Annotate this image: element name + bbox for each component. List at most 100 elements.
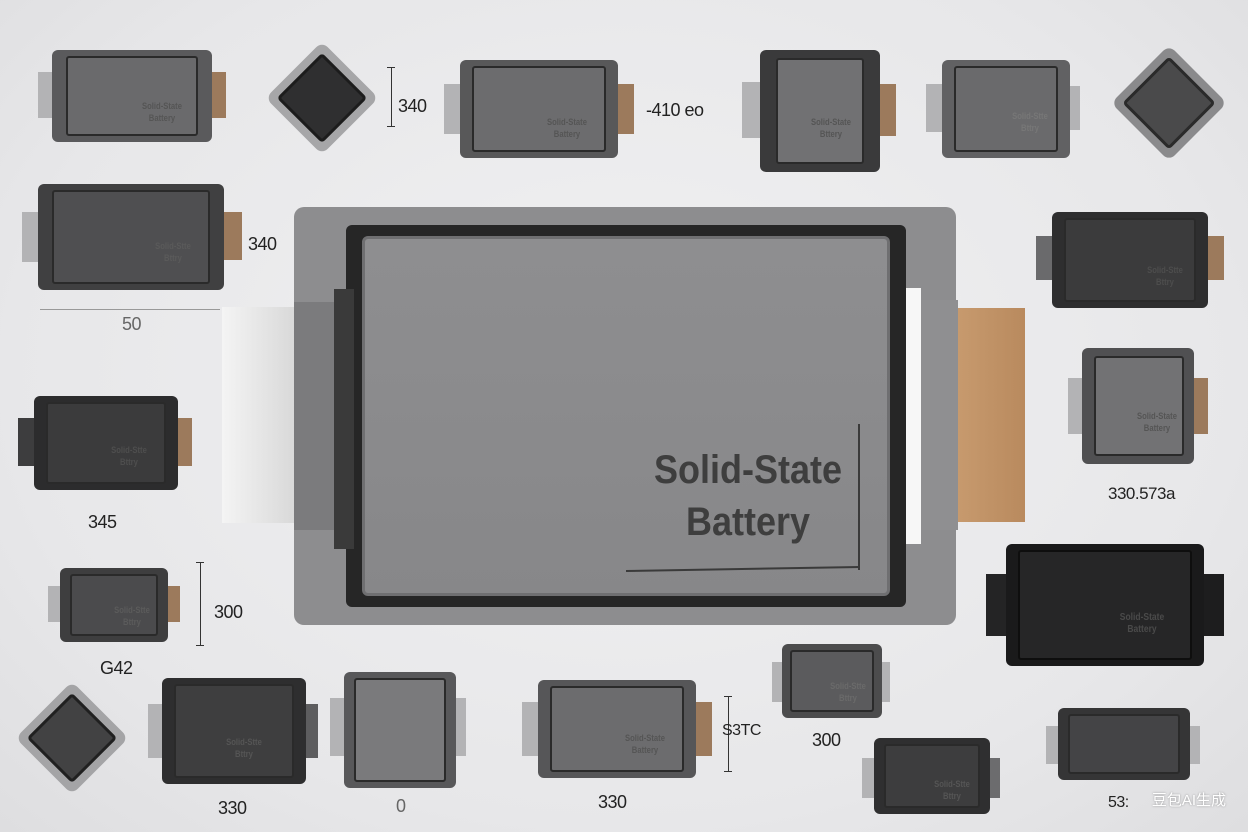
main-battery-panel [362, 236, 890, 596]
battery-tab-right [1200, 574, 1224, 636]
battery-label-line1: Solid-Stte [1012, 111, 1048, 121]
battery-label-line1: Solid-State [625, 733, 665, 743]
battery-panel [70, 574, 158, 636]
dimension-label-3: 340 [248, 234, 277, 254]
dimension-label-12: 300 [812, 730, 841, 750]
battery-tab-right [1192, 378, 1208, 434]
battery-panel [954, 66, 1058, 152]
battery-label-line1: Solid-Stte [830, 681, 866, 691]
dimension-label-9: 0 [396, 796, 406, 816]
battery-label: Solid-State Battery [1131, 410, 1184, 434]
battery-label-line2: Bttry [943, 791, 961, 801]
battery-label: Solid-Stte Bttry [108, 604, 156, 628]
battery-tab-right [176, 418, 192, 466]
battery-panel [1094, 356, 1184, 456]
battery-tab-left [522, 702, 540, 756]
battery-tab-right [454, 698, 466, 756]
battery-label: Solid-Stte Bttry [99, 444, 159, 468]
battery-label-line2: Bttery [819, 129, 843, 139]
main-battery-label-line2: Battery [685, 500, 811, 544]
battery-panel [1068, 714, 1180, 774]
battery-panel [790, 650, 874, 712]
battery-tab-right [694, 702, 712, 756]
battery-tab-left [18, 418, 38, 466]
battery-label-line2: Bttry [120, 457, 138, 467]
battery-label: Solid-State Battery [532, 116, 602, 140]
battery-label: Solid-Stte Bttry [823, 680, 874, 704]
dimension-label-13: 330.573a [1108, 484, 1175, 503]
dimension-label-6: 300 [214, 602, 243, 622]
battery-label-line1: Solid-Stte [111, 445, 147, 455]
dimension-label-5: 345 [88, 512, 117, 532]
battery-label-line1: Solid-State [547, 117, 587, 127]
battery-label: Solid-Stte Bttry [1005, 110, 1056, 134]
main-battery-edge-highlight [905, 288, 921, 544]
battery-panel [776, 58, 864, 164]
battery-label-line2: Bttry [1021, 123, 1039, 133]
battery-label-line1: Solid-State [1119, 612, 1165, 623]
battery-tab-left [1036, 236, 1056, 280]
dimension-label-7: G42 [100, 658, 133, 678]
battery-label: Solid-Stte Bttry [1135, 264, 1195, 288]
battery-panel [884, 744, 980, 808]
battery-panel [46, 402, 166, 484]
dimension-tick [387, 67, 395, 68]
battery-label-line1: Solid-Stte [155, 241, 191, 251]
battery-label-line2: Bttry [123, 617, 141, 627]
main-battery-right-connector [918, 300, 958, 530]
dimension-tick [724, 696, 732, 697]
battery-label-line2: Battery [631, 745, 659, 755]
battery-panel [52, 190, 210, 284]
battery-label-line1: Solid-State [1137, 411, 1177, 421]
battery-label: Solid-Stte Bttry [208, 736, 279, 760]
battery-label: Solid-State Battery [128, 100, 196, 124]
battery-label: Solid-Stte Bttry [143, 240, 203, 264]
battery-tab-right [210, 72, 226, 118]
battery-tab-left [742, 82, 762, 138]
battery-label-line2: Bttry [1156, 277, 1174, 287]
battery-tab-left [926, 84, 946, 132]
battery-label-line1: Solid-Stte [114, 605, 150, 615]
dimension-label-11: 330 [598, 792, 627, 812]
dimension-line-1 [391, 67, 392, 127]
battery-label-line2: Battery [1127, 624, 1157, 635]
dimension-line-3 [200, 562, 201, 646]
battery-panel [66, 56, 198, 136]
watermark: 豆包AI生成 [1151, 792, 1226, 809]
battery-tab-right [614, 84, 634, 134]
battery-tab-right [302, 704, 318, 758]
battery-tab-left [38, 72, 56, 118]
battery-panel [174, 684, 294, 778]
dimension-label-1: 340 [398, 96, 427, 116]
main-battery-right-terminal [957, 308, 1025, 522]
battery-label: Solid-State Battery [1110, 612, 1175, 636]
battery-label-line1: Solid-Stte [1147, 265, 1183, 275]
dimension-tick [196, 562, 204, 563]
battery-panel [1064, 218, 1196, 302]
battery-tab-right [166, 586, 180, 622]
dimension-label-8: 330 [218, 798, 247, 818]
battery-panel [1018, 550, 1192, 660]
main-battery-accent-line-vertical [858, 424, 860, 570]
battery-tab-left [444, 84, 464, 134]
battery-label-line2: Battery [553, 129, 581, 139]
dimension-label-14: 53: [1108, 794, 1129, 811]
battery-tab-right [222, 212, 242, 260]
main-battery-left-shadow [334, 289, 354, 549]
battery-label-line2: Battery [148, 113, 176, 123]
dimension-line-2 [40, 309, 220, 310]
battery-label: Solid-Stte Bttry [925, 778, 979, 802]
dimension-label-4: 50 [122, 314, 142, 334]
battery-label-line2: Bttry [164, 253, 182, 263]
battery-tab-left [1068, 378, 1086, 434]
battery-label: Solid-State Bttery [801, 116, 861, 140]
dimension-tick [196, 645, 204, 646]
battery-label-line2: Battery [1143, 423, 1171, 433]
dimension-label-10: S3TC [722, 722, 761, 739]
battery-tab-left [330, 698, 348, 756]
main-battery-left-connector [294, 302, 334, 530]
battery-label-line1: Solid-Stte [226, 737, 262, 747]
main-battery-label-line1: Solid-State [653, 448, 843, 492]
battery-panel [550, 686, 684, 772]
battery-label-line2: Bttry [839, 693, 857, 703]
